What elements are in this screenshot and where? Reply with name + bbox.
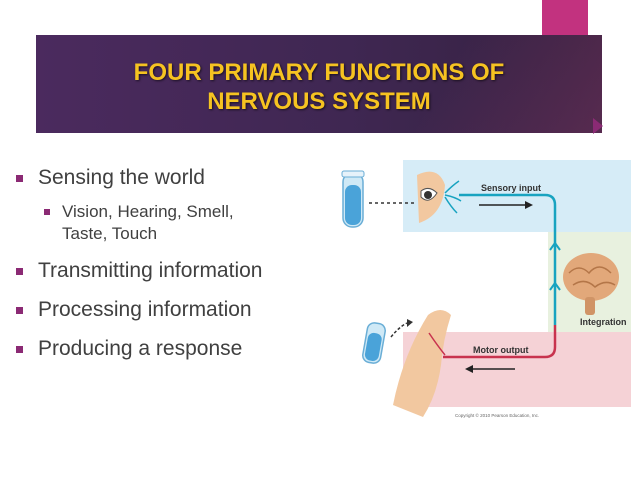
eye-icon [417,171,445,223]
title-banner [36,35,602,133]
nervous-system-diagram: Sensory input Integration Motor output C… [341,160,631,418]
sensory-input-label: Sensory input [481,183,541,193]
chevron-up-icon [549,281,561,291]
slide-title-line-1: FOUR PRIMARY FUNCTIONS OF [133,59,505,86]
sensory-arrowhead [525,201,533,209]
slide-title-line-2: NERVOUS SYSTEM [207,88,431,115]
chevron-up-icon [549,241,561,251]
slide-title: FOUR PRIMARY FUNCTIONS OF NERVOUS SYSTEM [36,58,602,116]
bullet-item: Processing information [14,297,314,323]
brain-icon [563,253,619,315]
sub-bullet-text-line-1: Vision, Hearing, Smell, [62,202,234,221]
bullet-item: Sensing the world [14,165,314,191]
sensory-path [459,193,557,325]
dashed-curve [390,322,408,338]
integration-label: Integration [580,317,627,327]
bullet-text: Transmitting information [38,259,263,282]
motor-path [443,325,557,359]
test-tube-icon [362,322,386,364]
curve-arrowhead [407,319,413,327]
square-bullet-icon [16,175,23,182]
nerve-fibers [444,180,462,214]
sub-bullet-text-line-2: Taste, Touch [62,224,158,243]
bullet-item: Transmitting information [14,258,314,284]
square-bullet-icon [44,209,50,215]
bullet-text: Sensing the world [38,166,205,189]
motor-output-label: Motor output [473,345,528,355]
motor-arrowhead [465,365,473,373]
square-bullet-icon [16,346,23,353]
square-bullet-icon [16,268,23,275]
copyright-text: Copyright © 2010 Pearson Education, Inc. [455,412,539,418]
bullet-text: Processing information [38,298,252,321]
bullet-list: Sensing the world Vision, Hearing, Smell… [14,165,314,375]
banner-arrow-icon [593,118,603,134]
bullet-text: Producing a response [38,337,243,360]
sub-bullet-item: Vision, Hearing, Smell, Taste, Touch [14,201,314,245]
test-tube-icon [341,170,365,228]
bullet-item: Producing a response [14,336,314,362]
arm-icon [393,310,451,417]
square-bullet-icon [16,307,23,314]
